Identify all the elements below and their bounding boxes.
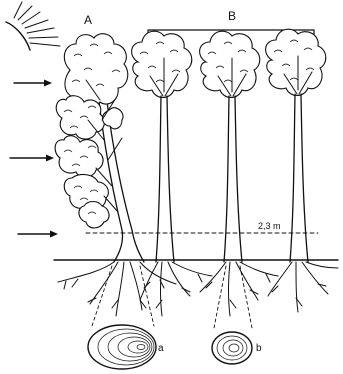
light-arrow-bottom [18, 231, 58, 238]
label-b: B [228, 9, 236, 23]
tree-b-1 [132, 31, 192, 262]
light-arrow-middle [10, 155, 54, 162]
cross-section-a-label: a [158, 343, 164, 354]
tree-a [55, 34, 144, 262]
sun-icon [6, 2, 60, 50]
section-connectors [92, 266, 252, 328]
light-arrow-top [14, 80, 52, 87]
label-a: A [84, 13, 92, 27]
tree-b-2 [200, 31, 260, 262]
cross-section-b [212, 332, 252, 364]
cross-section-b-label: b [256, 343, 262, 354]
cross-section-a [88, 325, 156, 369]
roots [58, 262, 338, 316]
height-mark-label: 2,3 m [258, 221, 281, 231]
